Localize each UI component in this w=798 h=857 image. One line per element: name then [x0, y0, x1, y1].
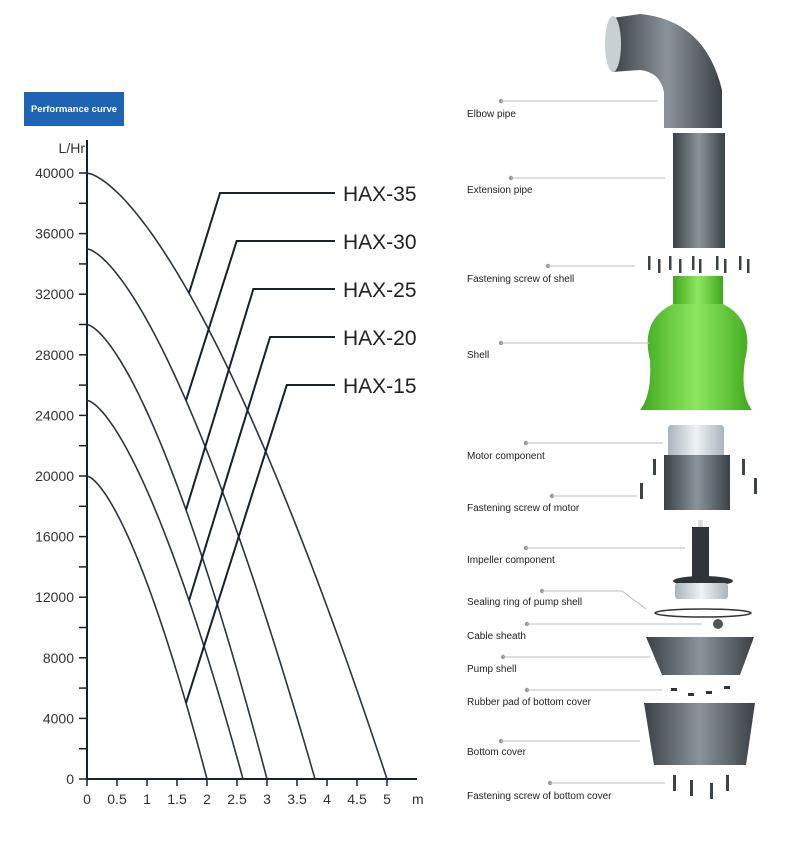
- x-tick-label: 5: [383, 791, 391, 807]
- curve-hax-35: [86, 172, 388, 780]
- performance-curve-badge: Performance curve: [24, 92, 124, 126]
- x-axis-label: m: [412, 791, 424, 807]
- bottom-cover-part: [644, 703, 755, 765]
- shell-screws: [648, 256, 750, 273]
- y-tick-label: 40000: [35, 165, 74, 181]
- part-label: Sealing ring of pump shell: [467, 597, 583, 608]
- x-tick-label: 0.5: [107, 791, 127, 807]
- legend-label: HAX-30: [343, 231, 417, 254]
- legend-label: HAX-15: [343, 375, 417, 398]
- elbow-pipe-part: [605, 14, 722, 128]
- y-tick-label: 28000: [35, 347, 74, 363]
- y-tick-label: 8000: [43, 650, 74, 666]
- x-tick-label: 2: [203, 791, 211, 807]
- shell-part: [640, 276, 752, 410]
- leader-line: [185, 288, 335, 511]
- y-tick-label: 12000: [35, 589, 74, 605]
- y-tick-label: 24000: [35, 407, 74, 423]
- motor-component-part: [664, 425, 730, 510]
- pump-shell-part: [646, 637, 754, 675]
- curve-hax-20: [86, 399, 244, 780]
- impeller-component-part: [673, 520, 733, 599]
- part-label: Pump shell: [467, 664, 517, 675]
- curve-hax-30: [86, 248, 316, 780]
- motor-screws: [640, 459, 757, 499]
- x-tick-label: 4.5: [347, 791, 367, 807]
- y-tick-label: 20000: [35, 468, 74, 484]
- part-label: Motor component: [467, 451, 545, 462]
- legend-label: HAX-25: [343, 279, 417, 302]
- y-tick-label: 36000: [35, 226, 74, 242]
- extension-pipe-part: [673, 133, 725, 248]
- performance-chart: 0 4000 8000 12000 16000 20000 24000 28000 32000 3…: [35, 140, 424, 807]
- x-tick-label: 4: [323, 791, 331, 807]
- x-tick-label: 3: [263, 791, 271, 807]
- curve-hax-25: [86, 323, 268, 780]
- leader-line: [185, 384, 335, 704]
- legend-label: HAX-35: [343, 183, 417, 206]
- part-label: Fastening screw of motor: [467, 503, 580, 514]
- part-label: Cable sheath: [467, 631, 526, 642]
- x-tick-label: 0: [83, 791, 91, 807]
- curve-hax-15: [86, 475, 208, 780]
- y-tick-label: 0: [66, 771, 74, 787]
- x-tick-label: 1: [143, 791, 151, 807]
- y-tick-label: 16000: [35, 529, 74, 545]
- legend-label: HAX-20: [343, 327, 417, 350]
- part-label: Fastening screw of bottom cover: [467, 791, 612, 802]
- leader-line: [188, 336, 335, 601]
- bottom-screws: [673, 775, 729, 799]
- leader-line: [188, 192, 335, 294]
- x-tick-label: 1.5: [167, 791, 187, 807]
- part-label: Rubber pad of bottom cover: [467, 697, 591, 708]
- leader-line: [542, 590, 647, 610]
- part-label: Bottom cover: [467, 747, 526, 758]
- part-label: Extension pipe: [467, 185, 533, 196]
- rubber-pads: [671, 686, 730, 696]
- cable-sheath-part: [713, 619, 723, 629]
- sealing-ring-part: [654, 608, 752, 618]
- part-label: Fastening screw of shell: [467, 274, 575, 285]
- part-label: Shell: [467, 350, 490, 361]
- y-axis-label: L/Hr: [59, 140, 86, 156]
- x-tick-label: 2.5: [227, 791, 247, 807]
- x-tick-label: 3.5: [287, 791, 307, 807]
- y-tick-label: 32000: [35, 286, 74, 302]
- part-label: Impeller component: [467, 555, 555, 566]
- y-tick-label: 4000: [43, 710, 74, 726]
- leader-line: [185, 240, 335, 401]
- part-label: Elbow pipe: [467, 109, 516, 120]
